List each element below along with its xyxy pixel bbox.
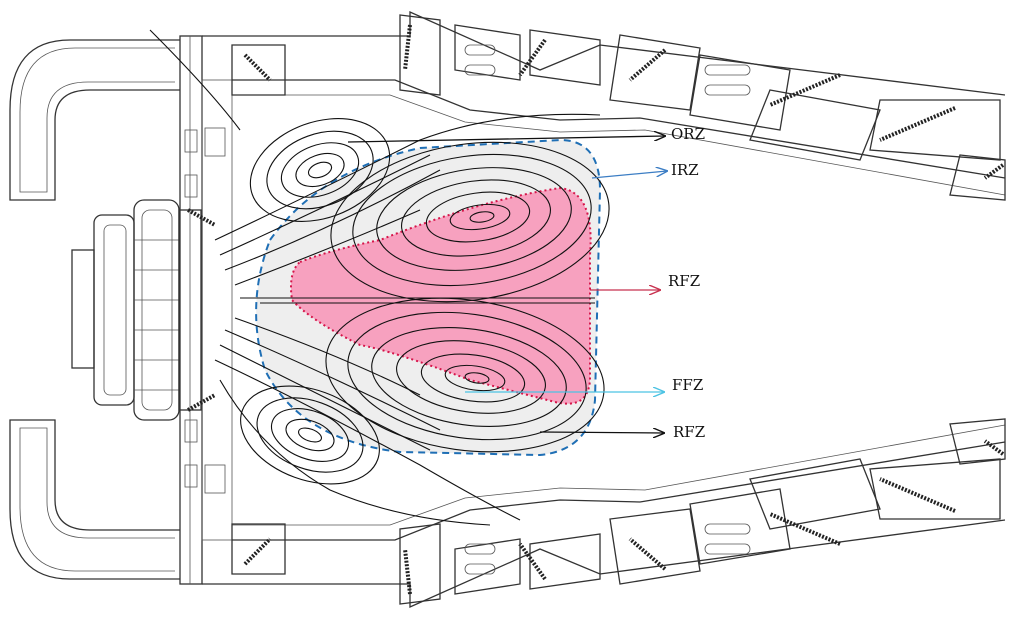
rfz-upper-label: RFZ (668, 272, 701, 290)
ffz-label: FFZ (672, 376, 704, 394)
rfz-region (290, 186, 592, 405)
orz-label: ORZ (671, 125, 706, 143)
rfz-lower-arrow (539, 432, 664, 433)
flow-streamlines (149, 29, 610, 526)
orz-arrow (347, 136, 665, 143)
swirler-hub (71, 199, 202, 421)
combustor-walls (9, 10, 1006, 609)
irz-label: IRZ (671, 161, 699, 179)
irz-arrow (591, 171, 667, 179)
rfz-lower-label: RFZ (673, 423, 706, 441)
